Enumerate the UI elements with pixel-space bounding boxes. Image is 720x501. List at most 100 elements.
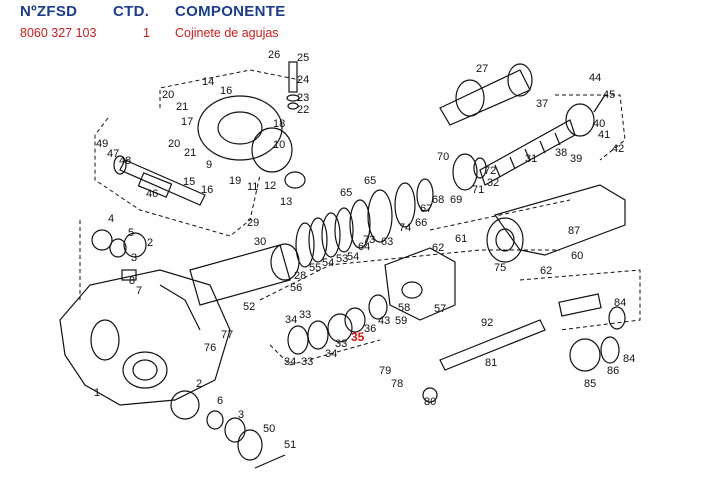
callout-26[interactable]: 26 <box>268 49 280 61</box>
callout-3[interactable]: 3 <box>238 409 244 421</box>
callout-12[interactable]: 12 <box>264 180 276 192</box>
callout-57[interactable]: 57 <box>434 303 446 315</box>
callout-34[interactable]: 34 <box>285 314 297 326</box>
callout-38[interactable]: 38 <box>555 147 567 159</box>
callout-54[interactable]: 54 <box>347 251 359 263</box>
power-piston[interactable] <box>189 243 300 306</box>
callout-71[interactable]: 71 <box>472 184 484 196</box>
callout-86[interactable]: 86 <box>607 365 619 377</box>
callout-44[interactable]: 44 <box>589 72 601 84</box>
callout-34[interactable]: 34 <box>325 348 337 360</box>
selected-part-number[interactable]: 8060 327 103 <box>20 26 97 40</box>
callout-41[interactable]: 41 <box>598 129 610 141</box>
callout-33[interactable]: 33 <box>335 338 347 350</box>
callout-15[interactable]: 15 <box>183 176 195 188</box>
callout-14[interactable]: 14 <box>202 76 214 88</box>
callout-62[interactable]: 62 <box>432 242 444 254</box>
callout-55[interactable]: 55 <box>309 262 321 274</box>
callout-65[interactable]: 65 <box>364 175 376 187</box>
adjusting-screw[interactable] <box>286 61 300 110</box>
callout-33[interactable]: 33 <box>299 309 311 321</box>
callout-76[interactable]: 76 <box>204 342 216 354</box>
callout-31[interactable]: 31 <box>525 153 537 165</box>
callout-28[interactable]: 28 <box>294 270 306 282</box>
callout-62[interactable]: 62 <box>540 265 552 277</box>
piston-seal-set[interactable] <box>287 294 388 355</box>
end-cap-parts[interactable] <box>558 293 626 372</box>
callout-80[interactable]: 80 <box>424 396 436 408</box>
upper-bearing-assembly[interactable] <box>439 63 533 126</box>
callout-9[interactable]: 9 <box>206 159 212 171</box>
callout-63[interactable]: 63 <box>381 236 393 248</box>
callout-43[interactable]: 43 <box>378 315 390 327</box>
callout-27[interactable]: 27 <box>476 63 488 75</box>
callout-66[interactable]: 66 <box>415 217 427 229</box>
worm-shaft[interactable] <box>479 94 606 186</box>
callout-16[interactable]: 16 <box>220 85 232 97</box>
callout-84[interactable]: 84 <box>623 353 635 365</box>
callout-53[interactable]: 53 <box>336 253 348 265</box>
callout-17[interactable]: 17 <box>181 116 193 128</box>
callout-68[interactable]: 68 <box>432 194 444 206</box>
callout-75[interactable]: 75 <box>494 262 506 274</box>
callout-13[interactable]: 13 <box>280 196 292 208</box>
callout-2[interactable]: 2 <box>196 378 202 390</box>
callout-79[interactable]: 79 <box>379 365 391 377</box>
callout-92[interactable]: 92 <box>481 317 493 329</box>
callout-34[interactable]: 34 <box>284 356 296 368</box>
bottom-bearing-set[interactable] <box>170 390 286 469</box>
selected-part-name[interactable]: Cojinete de agujas <box>175 26 279 40</box>
callout-52[interactable]: 52 <box>243 301 255 313</box>
callout-33[interactable]: 33 <box>301 356 313 368</box>
callout-84[interactable]: 84 <box>614 297 626 309</box>
callout-54[interactable]: 54 <box>322 257 334 269</box>
callout-20[interactable]: 20 <box>162 89 174 101</box>
callout-10[interactable]: 10 <box>273 139 285 151</box>
callout-29[interactable]: 29 <box>247 217 259 229</box>
callout-40[interactable]: 40 <box>593 118 605 130</box>
top-cover[interactable] <box>197 95 306 189</box>
callout-8[interactable]: 8 <box>129 275 135 287</box>
callout-49[interactable]: 49 <box>96 138 108 150</box>
callout-50[interactable]: 50 <box>263 423 275 435</box>
callout-11[interactable]: 11 <box>247 181 258 193</box>
callout-46[interactable]: 46 <box>146 188 158 200</box>
callout-42[interactable]: 42 <box>612 143 624 155</box>
callout-70[interactable]: 70 <box>437 151 449 163</box>
sector-shaft[interactable] <box>113 155 206 206</box>
callout-2[interactable]: 2 <box>147 237 153 249</box>
callout-51[interactable]: 51 <box>284 439 296 451</box>
callout-67[interactable]: 67 <box>420 203 432 215</box>
callout-77[interactable]: 77 <box>221 329 233 341</box>
callout-7[interactable]: 7 <box>136 285 142 297</box>
callout-73[interactable]: 73 <box>363 234 375 246</box>
callout-72[interactable]: 72 <box>484 165 496 177</box>
callout-25[interactable]: 25 <box>297 52 309 64</box>
callout-21[interactable]: 21 <box>176 101 188 113</box>
main-housing[interactable] <box>59 269 231 406</box>
callout-47[interactable]: 47 <box>107 148 119 160</box>
callout-24[interactable]: 24 <box>297 74 309 86</box>
callout-32[interactable]: 32 <box>487 177 499 189</box>
callout-85[interactable]: 85 <box>584 378 596 390</box>
callout-60[interactable]: 60 <box>571 250 583 262</box>
callout-5[interactable]: 5 <box>128 227 134 239</box>
callout-45[interactable]: 45 <box>603 89 615 101</box>
callout-81[interactable]: 81 <box>485 357 497 369</box>
valve-housing[interactable] <box>384 247 456 321</box>
callout-59[interactable]: 59 <box>395 315 407 327</box>
callout-78[interactable]: 78 <box>391 378 403 390</box>
callout-3[interactable]: 3 <box>131 252 137 264</box>
callout-1[interactable]: 1 <box>94 387 100 399</box>
callout-61[interactable]: 61 <box>455 233 467 245</box>
callout-23[interactable]: 23 <box>297 92 309 104</box>
steering-column-tube[interactable] <box>486 184 626 263</box>
callout-35-selected[interactable]: 35 <box>351 330 365 344</box>
callout-19[interactable]: 19 <box>229 175 241 187</box>
callout-4[interactable]: 4 <box>108 213 114 225</box>
callout-6[interactable]: 6 <box>217 395 223 407</box>
callout-39[interactable]: 39 <box>570 153 582 165</box>
valve-spool[interactable] <box>422 319 546 403</box>
worm-bearing[interactable] <box>452 153 487 191</box>
callout-20[interactable]: 20 <box>168 138 180 150</box>
